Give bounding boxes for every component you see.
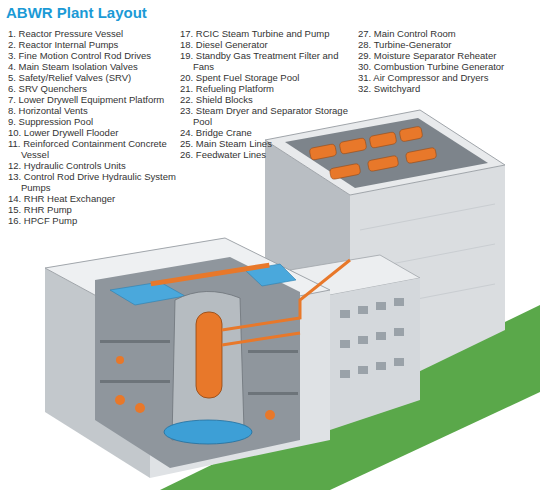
part-list-item: 16. HPCF Pump	[8, 215, 176, 226]
part-list-item: 23. Steam Dryer and Separator Storage Po…	[180, 105, 352, 127]
part-list-item: 8. Horizontal Vents	[8, 105, 176, 116]
part-list-item: 21. Refueling Platform	[180, 83, 352, 94]
part-list-item: 29. Moisture Separator Reheater	[358, 50, 536, 61]
part-list-item: 9. Suppression Pool	[8, 116, 176, 127]
part-list-item: 7. Lower Drywell Equipment Platform	[8, 94, 176, 105]
turbine-generator	[309, 126, 437, 180]
part-list-item: 1. Reactor Pressure Vessel	[8, 28, 176, 39]
part-list-item: 26. Feedwater Lines	[180, 149, 352, 160]
control-building-wall	[330, 278, 420, 430]
reactor-building-floors	[100, 340, 298, 395]
part-list-item: 10. Lower Drywell Flooder	[8, 127, 176, 138]
part-list-item: 4. Main Steam Isolation Valves	[8, 61, 176, 72]
part-list-item: 14. RHR Heat Exchanger	[8, 193, 176, 204]
part-list-item: 6. SRV Quenchers	[8, 83, 176, 94]
part-list-item: 17. RCIC Steam Turbine and Pump	[180, 28, 352, 39]
part-list-item: 27. Main Control Room	[358, 28, 536, 39]
part-list-item: 2. Reactor Internal Pumps	[8, 39, 176, 50]
part-list-item: 24. Bridge Crane	[180, 127, 352, 138]
control-building-windows	[340, 298, 404, 378]
part-list-item: 25. Main Steam Lines	[180, 138, 352, 149]
part-list-item: 20. Spent Fuel Storage Pool	[180, 72, 352, 83]
part-list-item: 22. Shield Blocks	[180, 94, 352, 105]
suppression-pool	[164, 420, 252, 444]
title: ABWR Plant Layout	[6, 4, 147, 21]
reactor-building-cutaway	[95, 257, 300, 468]
part-list-item: 3. Fine Motion Control Rod Drives	[8, 50, 176, 61]
turbine-hall-cutaway	[285, 118, 488, 188]
pumps	[115, 356, 275, 420]
part-list-item: 28. Turbine-Generator	[358, 39, 536, 50]
spent-fuel-pool	[110, 282, 185, 305]
part-list-item: 11. Reinforced Containment Concrete Vess…	[8, 138, 176, 160]
containment-vessel	[172, 291, 244, 440]
part-list-item: 13. Control Rod Drive Hydraulic System P…	[8, 171, 176, 193]
main-steam-lines	[222, 260, 350, 345]
part-list-item: 12. Hydraulic Controls Units	[8, 160, 176, 171]
part-list-item: 32. Switchyard	[358, 83, 536, 94]
part-list-item: 5. Safety/Relief Valves (SRV)	[8, 72, 176, 83]
turbine-building-roof	[265, 110, 505, 195]
part-list-item: 15. RHR Pump	[8, 204, 176, 215]
bridge-crane	[150, 263, 269, 287]
part-list-item: 31. Air Compressor and Dryers	[358, 72, 536, 83]
reactor-pressure-vessel	[196, 312, 222, 398]
part-list-item: 19. Standby Gas Treatment Filter and Fan…	[180, 50, 352, 72]
part-list-item: 30. Combustion Turbine Generator	[358, 61, 536, 72]
part-list-item: 18. Diesel Generator	[180, 39, 352, 50]
